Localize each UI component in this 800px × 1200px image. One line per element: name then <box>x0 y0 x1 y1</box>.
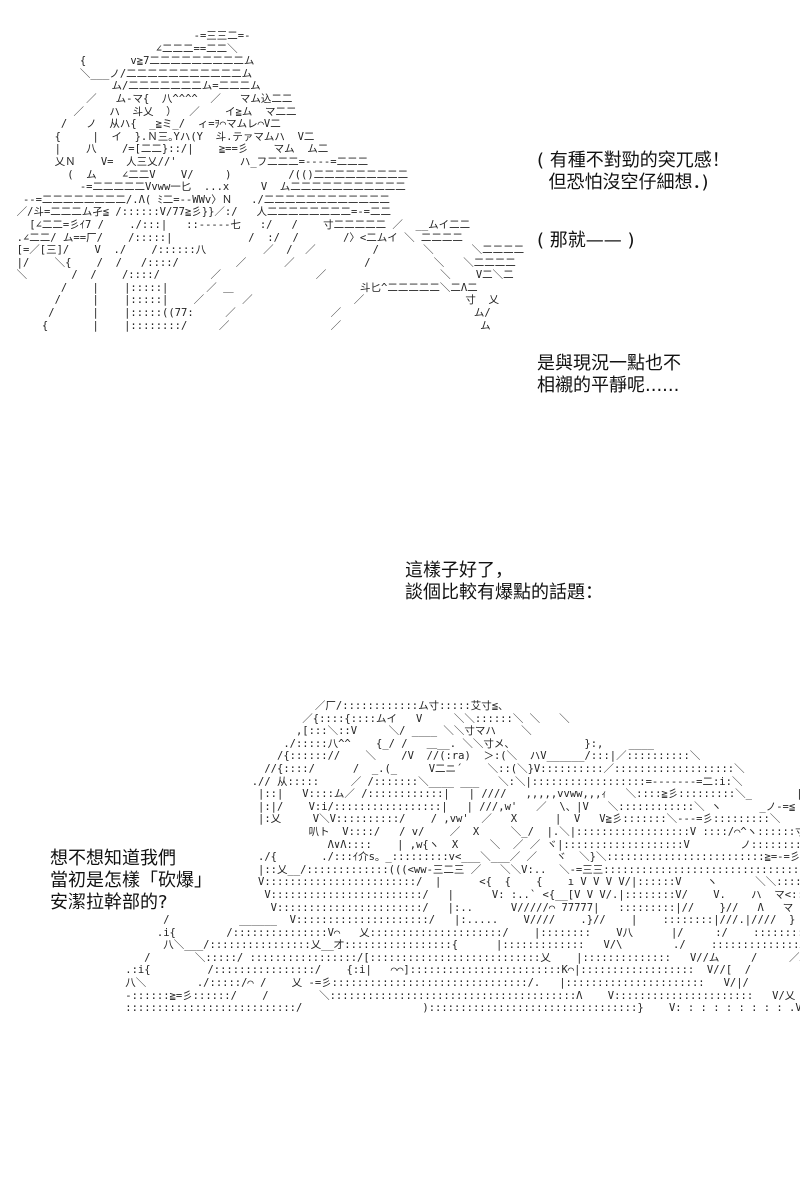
thought-text-1: ( 有種不對勁的突兀感！ 但恐怕沒空仔細想．) <box>537 150 730 193</box>
speech-text-3: 想不想知道我們 當初是怎樣「砍爆」 安潔拉幹部的? <box>50 848 212 913</box>
ascii-art-top-figure: ‐=三三二=‐ ∠二二二==二二＼ { v≧7二二二二二二二二二ム ＼___ノ/… <box>16 30 524 332</box>
thought-text-2: ( 那就—— ) <box>537 230 635 251</box>
speech-text-2: 這樣子好了， 談個比較有爆點的話題： <box>405 560 603 603</box>
ascii-art-bottom-figure: ／厂/::::::::::::ム寸:::::艾寸≦、 ／{::::{::::ムイ… <box>125 700 800 1015</box>
speech-text-1: 是與現況一點也不 相襯的平靜呢...... <box>537 353 681 396</box>
